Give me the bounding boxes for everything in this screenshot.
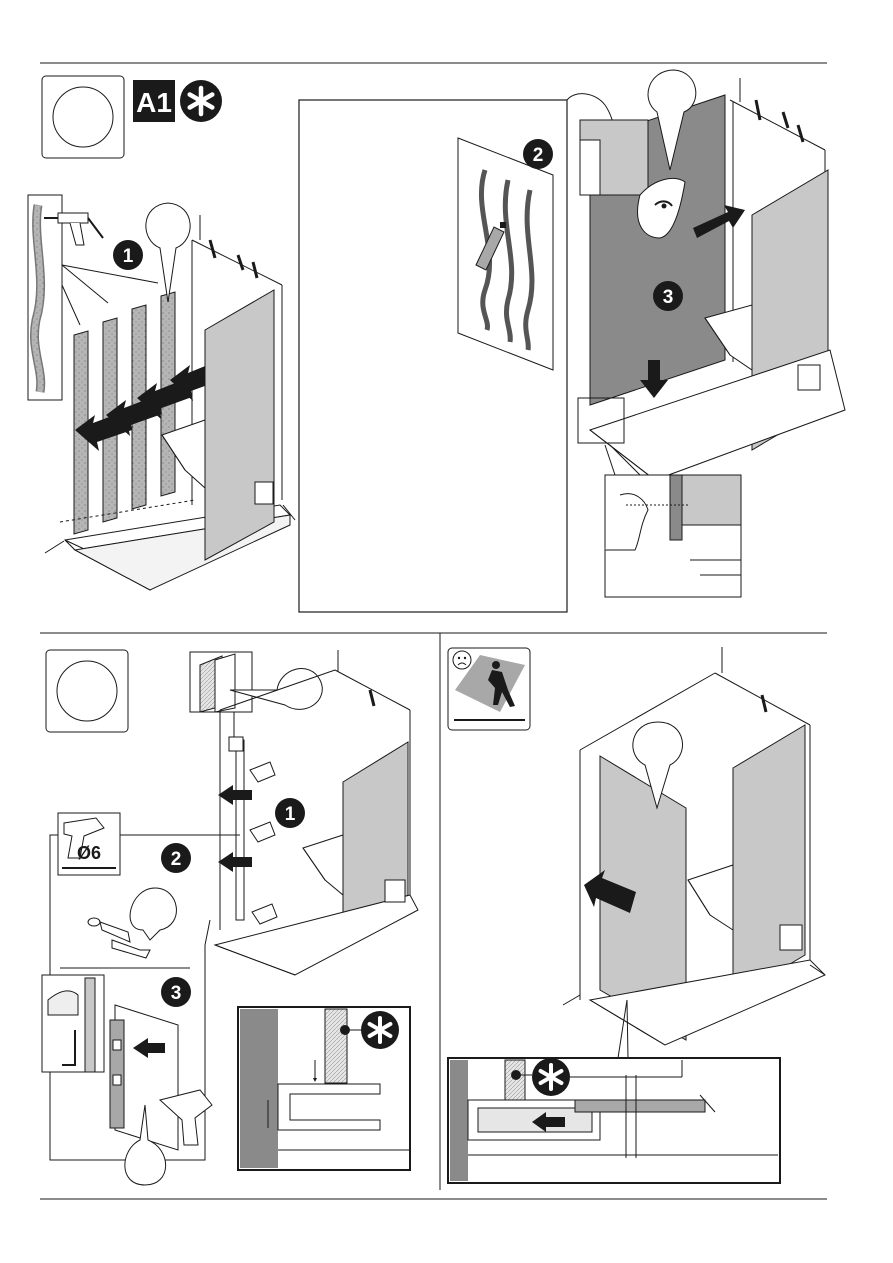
- step-1-label-a: 1: [123, 246, 134, 267]
- asterisk-icon: [361, 1011, 399, 1049]
- clamps-a-right: [756, 100, 803, 142]
- shower-enclosure-a-right: [578, 78, 845, 480]
- spray-card: [458, 138, 553, 370]
- code-badge-label: A1: [136, 87, 172, 118]
- step-2-label-b: 2: [171, 849, 182, 870]
- step-3-label-a: 3: [663, 287, 674, 308]
- step-1-label-b: 1: [285, 804, 296, 825]
- clamps-a: [210, 240, 257, 278]
- pencil-marks: [250, 762, 277, 924]
- callout-balloon-1: [146, 203, 190, 302]
- arrows-b: [218, 785, 252, 872]
- section-c: [448, 647, 825, 1183]
- asterisk-icon: [532, 1058, 570, 1096]
- step-2-label-a: 2: [533, 145, 544, 166]
- asterisk-icon: [180, 80, 222, 122]
- section-b: 1 Ø6 2 3: [42, 650, 418, 1185]
- spirit-level-icon: [110, 1020, 124, 1128]
- shower-enclosure-c: [563, 647, 825, 1045]
- silicone-inset: [28, 195, 103, 400]
- section-a: A1: [28, 70, 845, 612]
- drill-size-label: Ø6: [77, 843, 101, 863]
- frown-face-icon: [453, 651, 471, 669]
- step-3-label-b: 3: [171, 983, 182, 1004]
- callout-balloon-plug: [130, 888, 176, 940]
